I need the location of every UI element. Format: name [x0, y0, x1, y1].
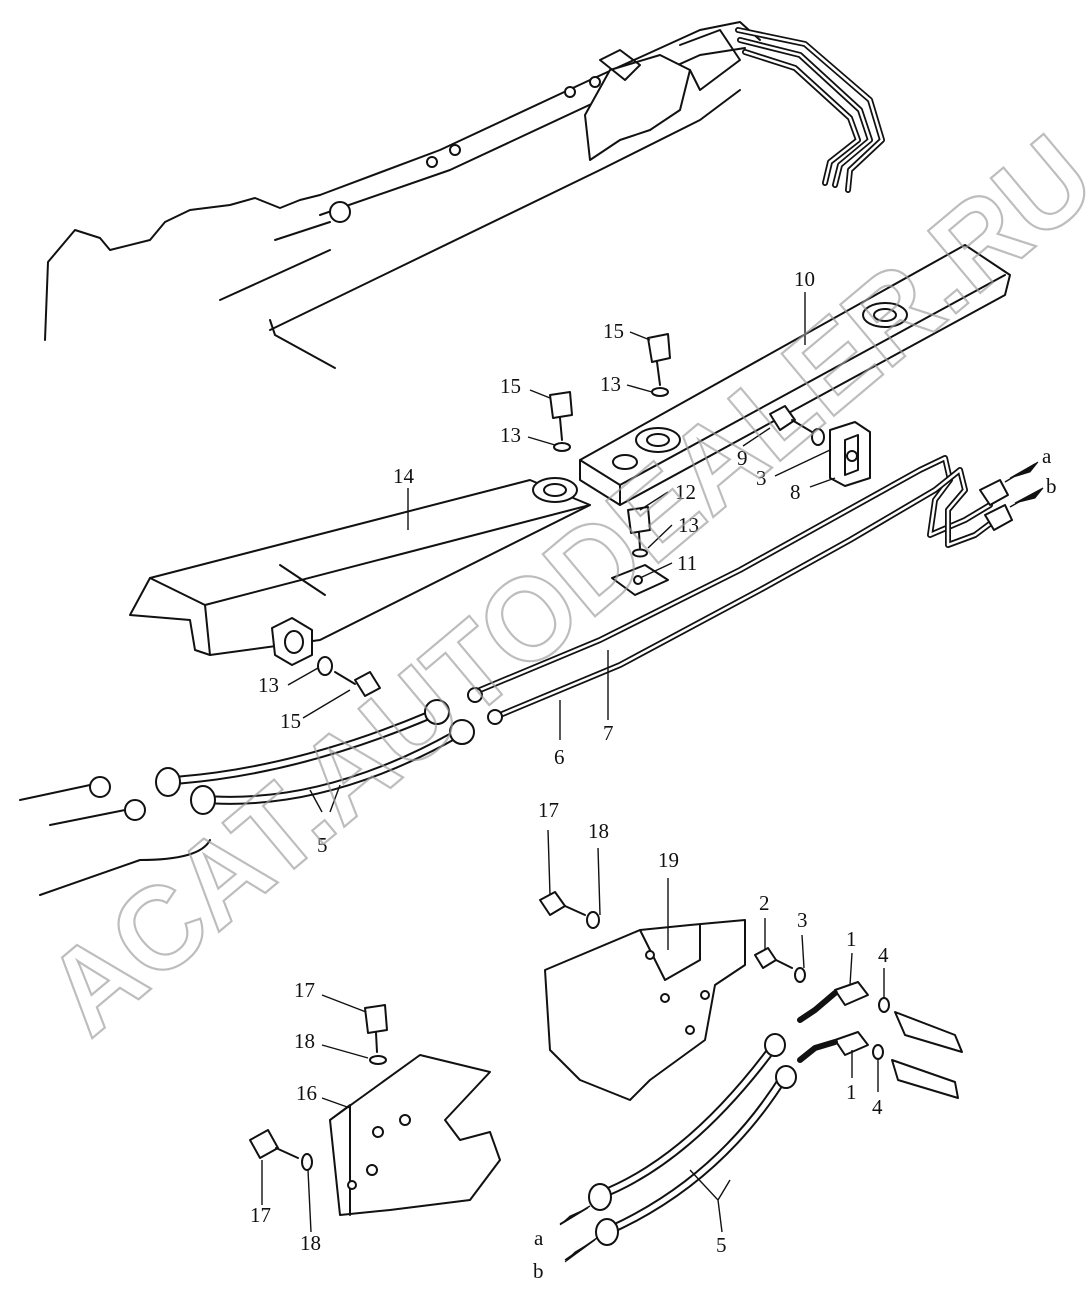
beam-10 [579, 244, 1011, 506]
callout-8: 8 [790, 480, 801, 504]
port-label-a: a [1042, 444, 1052, 468]
callout-labels: 15 13 15 13 14 10 9 3 8 12 13 11 13 15 7… [250, 267, 1057, 1283]
flow-arrows [559, 461, 1044, 1263]
callout-1: 1 [846, 1080, 857, 1104]
bracket-16 [329, 1054, 501, 1216]
bolt-15-upper-left [549, 391, 573, 452]
callout-14: 14 [393, 464, 415, 488]
bolt-17-lower-top [364, 1004, 388, 1065]
hoses-5-left [19, 699, 475, 896]
callout-19: 19 [658, 848, 679, 872]
callout-15: 15 [280, 709, 301, 733]
callout-13: 13 [258, 673, 279, 697]
callout-12: 12 [675, 480, 696, 504]
boom-frame [44, 21, 761, 369]
callout-10: 10 [794, 267, 815, 291]
callout-18: 18 [294, 1029, 315, 1053]
callout-5: 5 [716, 1233, 727, 1257]
callout-7: 7 [603, 721, 614, 745]
callout-16: 16 [296, 1081, 317, 1105]
bolt-17-lower-side [249, 1129, 313, 1171]
callout-11: 11 [677, 551, 697, 575]
callout-17: 17 [538, 798, 559, 822]
callout-18: 18 [588, 819, 609, 843]
port-label-a: a [534, 1226, 544, 1250]
callout-15: 15 [603, 319, 624, 343]
bolt-2 [754, 947, 806, 983]
callout-1: 1 [846, 927, 857, 951]
port-label-b: b [1046, 474, 1057, 498]
callout-6: 6 [554, 745, 565, 769]
plate-11 [611, 564, 669, 596]
bolt-15-lower [317, 656, 381, 697]
callout-13: 13 [500, 423, 521, 447]
bolt-17-upper [539, 891, 600, 929]
bolt-9 [769, 405, 825, 446]
callout-2: 2 [759, 891, 770, 915]
callout-15: 15 [500, 374, 521, 398]
bolt-12 [627, 506, 651, 558]
callout-13: 13 [678, 513, 699, 537]
clamp-8 [829, 421, 871, 487]
beam-14 [129, 477, 591, 666]
callout-3: 3 [756, 466, 767, 490]
callout-17-lower: 17 [250, 1203, 271, 1227]
callout-4: 4 [872, 1095, 883, 1119]
leader-lines [261, 292, 885, 1233]
callout-13: 13 [600, 372, 621, 396]
flanges-1-4 [797, 981, 963, 1099]
callout-3: 3 [797, 908, 808, 932]
tubes-6-7 [467, 455, 1013, 725]
bolt-15-upper-right [647, 333, 671, 397]
callout-4: 4 [878, 943, 889, 967]
callout-17: 17 [294, 978, 315, 1002]
callout-5: 5 [317, 833, 328, 857]
port-label-b: b [533, 1259, 544, 1283]
bracket-19 [544, 919, 746, 1101]
callout-18: 18 [300, 1231, 321, 1255]
callout-9: 9 [737, 446, 748, 470]
upper-tube-bundle [735, 27, 885, 193]
hoses-5-right [588, 1033, 797, 1246]
